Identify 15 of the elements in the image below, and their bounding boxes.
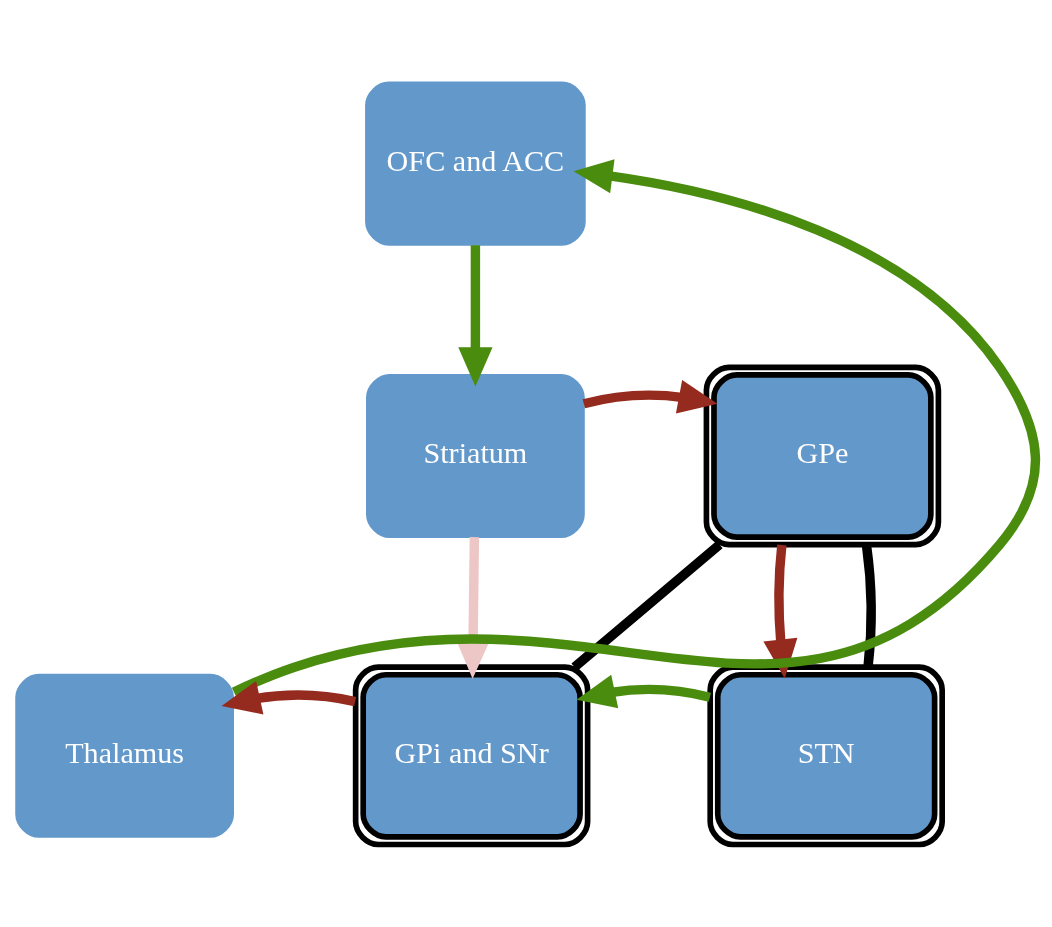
- node-box: GPe: [703, 364, 942, 548]
- arrow: [763, 544, 798, 679]
- connector: [571, 541, 723, 671]
- node-box: Thalamus: [15, 673, 234, 838]
- node-box: STN: [707, 664, 945, 848]
- arrow: [231, 159, 1040, 697]
- arrow: [582, 379, 718, 414]
- node-box: GPi and SNr: [352, 664, 591, 848]
- arrow: [455, 537, 491, 679]
- arrow: [458, 245, 493, 387]
- arrow: [576, 674, 711, 709]
- connector: [861, 544, 876, 668]
- node-box: OFC and ACC: [365, 81, 586, 246]
- node-box: Striatum: [366, 373, 585, 538]
- arrow: [221, 681, 357, 715]
